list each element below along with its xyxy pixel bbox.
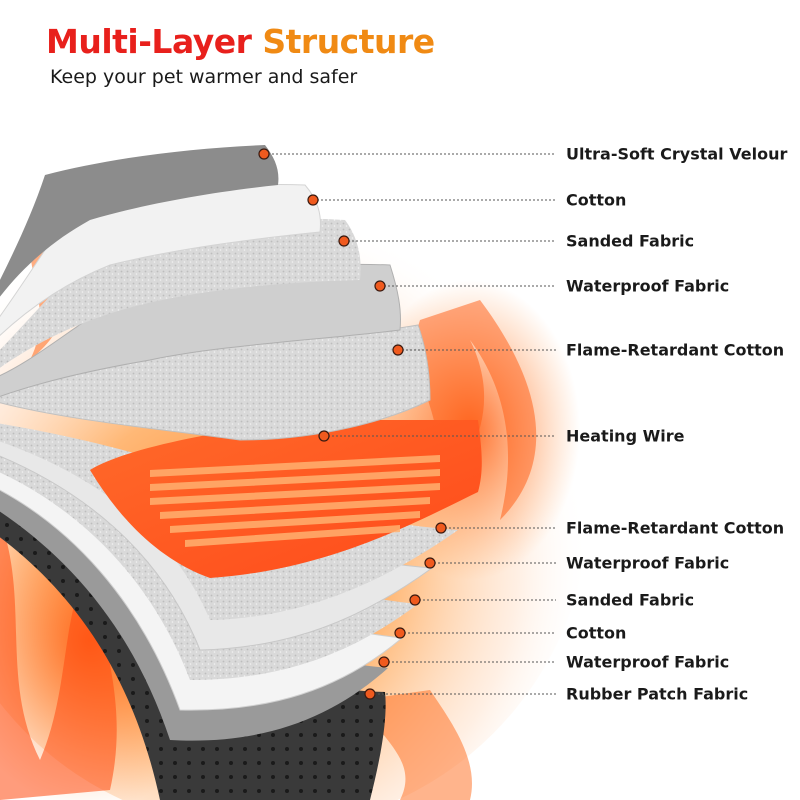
layer-label: Heating Wire xyxy=(566,426,685,446)
layer-label: Sanded Fabric xyxy=(566,231,695,251)
layer-label: Flame-Retardant Cotton xyxy=(566,340,785,360)
layer-label: Waterproof Fabric xyxy=(566,652,730,672)
layer-label: Flame-Retardant Cotton xyxy=(566,518,785,538)
layer-marker xyxy=(307,194,319,206)
layer-label: Waterproof Fabric xyxy=(566,276,730,296)
layer-label: Cotton xyxy=(566,190,627,210)
layer-marker xyxy=(424,557,436,569)
layer-marker xyxy=(374,280,386,292)
heating-wire-layer xyxy=(90,420,482,578)
layer-marker xyxy=(394,627,406,639)
layer-marker xyxy=(338,235,350,247)
crystal-velour-layer xyxy=(0,145,279,297)
layer-label: Rubber Patch Fabric xyxy=(566,684,749,704)
page-title: Multi-Layer Structure xyxy=(46,22,435,62)
layer-marker xyxy=(435,522,447,534)
layer-marker xyxy=(318,430,330,442)
leader-lines xyxy=(258,148,556,700)
layer-marker xyxy=(392,344,404,356)
layer-marker xyxy=(258,148,270,160)
layer-marker xyxy=(378,656,390,668)
layer-label: Waterproof Fabric xyxy=(566,553,730,573)
title-part-2: Structure xyxy=(262,22,435,61)
upper-layer-stack xyxy=(0,145,431,441)
title-part-1: Multi-Layer xyxy=(46,22,252,61)
layer-label: Sanded Fabric xyxy=(566,590,695,610)
layer-marker xyxy=(409,594,421,606)
sanded-fabric-layer-upper xyxy=(0,218,361,368)
layer-label: Ultra-Soft Crystal Velour xyxy=(566,144,788,164)
layer-label: Cotton xyxy=(566,623,627,643)
layer-marker xyxy=(364,688,376,700)
page-subtitle: Keep your pet warmer and safer xyxy=(50,66,358,88)
